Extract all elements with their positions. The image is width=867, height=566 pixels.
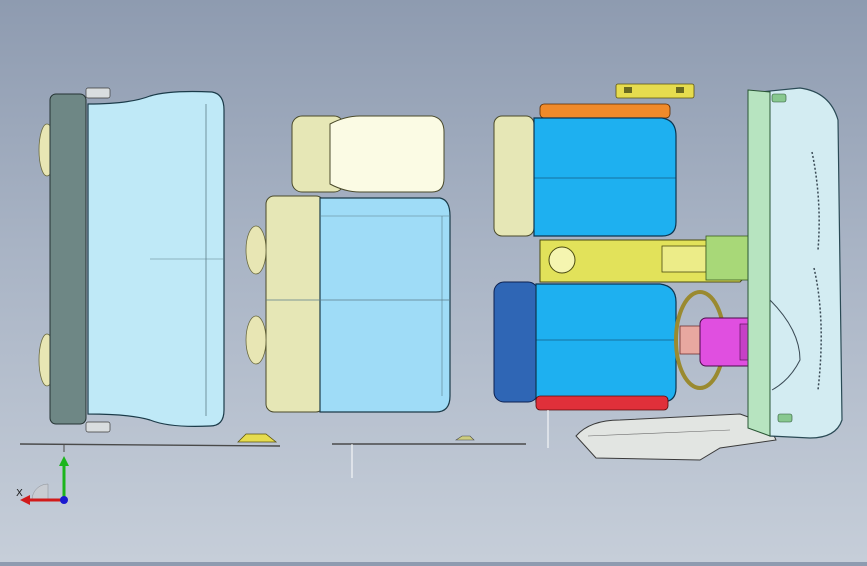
middle-seat-cushion (319, 197, 451, 413)
front-floor-pan (575, 413, 777, 461)
passenger-front-seat[interactable] (493, 103, 677, 237)
roof-console-bracket (615, 83, 695, 99)
passenger-seat-cushion (533, 117, 677, 237)
middle-floor-rail (332, 435, 526, 478)
driver-seat-cushion (535, 283, 677, 403)
middle-seat-frame (265, 195, 325, 413)
rear-bench-seat[interactable] (38, 87, 225, 433)
passenger-seat-bracket (539, 103, 671, 119)
dashboard-mounts (771, 93, 793, 423)
middle-seat-side-bolsters (245, 225, 267, 365)
rear-floor-rail (19, 433, 281, 452)
driver-front-seat[interactable] (493, 281, 677, 448)
rear-bench-hinges (85, 87, 111, 433)
rear-bench-back (49, 93, 87, 425)
middle-upper-seat-cushion (329, 115, 445, 193)
coordinate-triad: X (16, 456, 69, 505)
dashboard-vents (811, 151, 822, 391)
driver-seat-back (493, 281, 539, 403)
z-axis-marker (60, 496, 68, 504)
x-axis-label: X (16, 488, 23, 499)
middle-seat[interactable] (245, 115, 451, 413)
driver-seat-bracket (535, 395, 669, 411)
passenger-seat-back (493, 115, 535, 237)
dashboard-panel (759, 87, 843, 439)
center-console[interactable] (539, 235, 761, 283)
dashboard[interactable] (747, 87, 843, 439)
